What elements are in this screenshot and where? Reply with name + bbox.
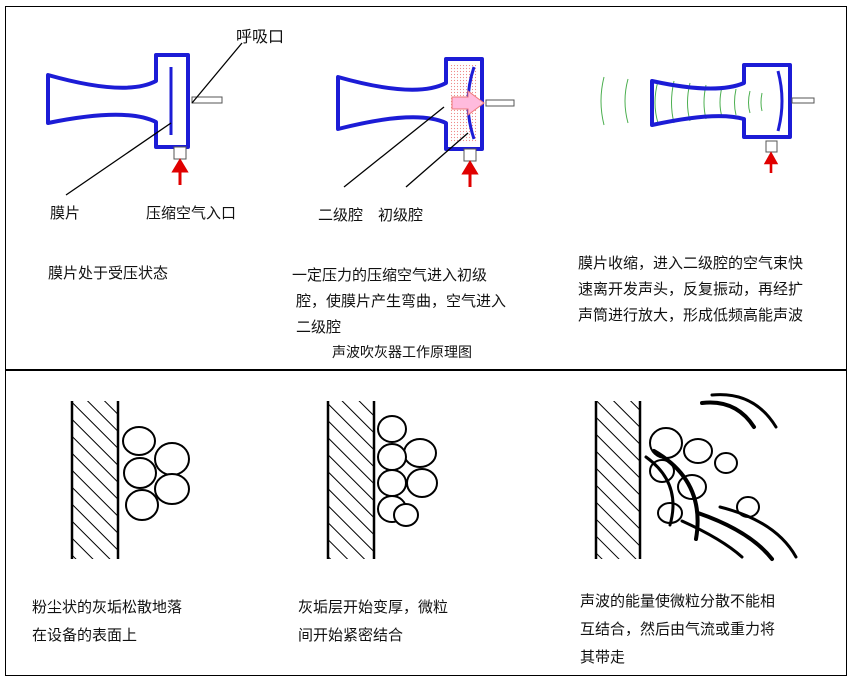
caption-ash1-line2: 在设备的表面上 bbox=[32, 626, 138, 644]
label-breath-port: 呼吸口 bbox=[236, 27, 285, 46]
caption-ash3-line2: 互结合，然后由气流或重力将 bbox=[580, 620, 776, 638]
air-inlet-stage2 bbox=[463, 148, 477, 162]
caption-ash3-line3: 其带走 bbox=[580, 648, 626, 666]
leader-breath-port bbox=[191, 42, 243, 104]
caption-stage3-line1: 膜片收缩，进入二级腔的空气束快 bbox=[578, 254, 804, 272]
leader-first-chamber bbox=[405, 132, 469, 188]
caption-ash2-line1: 灰垢层开始变厚，微粒 bbox=[298, 598, 449, 616]
sounder-diagrams bbox=[46, 42, 815, 196]
caption-stage3-line2: 速离开发声头，反复振动，再经扩 bbox=[578, 280, 804, 298]
wall-stage2 bbox=[326, 401, 376, 559]
caption-ash2-line2: 间开始紧密结合 bbox=[298, 626, 404, 644]
bottom-panel: 粉尘状的灰垢松散地落 在设备的表面上 灰垢层开始变厚，微粒 间开始紧密结合 声波… bbox=[5, 370, 847, 676]
label-air-inlet: 压缩空气入口 bbox=[146, 204, 237, 222]
horn-stage1 bbox=[46, 53, 190, 149]
label-diaphragm: 膜片 bbox=[50, 204, 81, 222]
air-inlet-stage1 bbox=[173, 146, 187, 160]
ash-diagrams bbox=[70, 393, 798, 561]
caption-stage1: 膜片处于受压状态 bbox=[48, 264, 169, 282]
ash-particles-stage2 bbox=[377, 415, 438, 527]
wall-stage1 bbox=[70, 401, 120, 559]
top-panel: 呼吸口 膜片 压缩空气入口 膜片处于受压状态 二级腔 初级腔 一定压力的压缩空气… bbox=[5, 6, 847, 370]
red-arrow-stage1 bbox=[171, 158, 189, 185]
caption-stage3-line3: 声筒进行放大，形成低频高能声波 bbox=[578, 306, 804, 324]
caption-stage2-line1: 一定压力的压缩空气进入初级 bbox=[292, 266, 488, 284]
sounder-stage3 bbox=[600, 63, 815, 173]
label-second-chamber: 二级腔 bbox=[318, 206, 364, 224]
ash-particles-stage3 bbox=[649, 427, 760, 524]
ash-particles-stage1 bbox=[122, 426, 190, 521]
breath-port-pipe-stage1 bbox=[191, 96, 223, 104]
red-arrow-stage3 bbox=[763, 151, 779, 173]
wall-stage3 bbox=[594, 401, 642, 559]
sound-waves-stage3-bottom bbox=[644, 393, 798, 561]
caption-ash1-line1: 粉尘状的灰垢松散地落 bbox=[32, 598, 183, 616]
horn-stage2 bbox=[336, 57, 484, 151]
leader-second-chamber bbox=[343, 106, 445, 188]
flow-arrow-stage2 bbox=[451, 90, 485, 116]
label-first-chamber: 初级腔 bbox=[378, 206, 424, 224]
caption-stage2-line2: 腔，使膜片产生弯曲，空气进入 bbox=[296, 292, 507, 310]
leader-diaphragm bbox=[65, 122, 172, 196]
air-inlet-stage3 bbox=[765, 140, 778, 153]
red-arrow-stage2 bbox=[461, 160, 479, 187]
breath-port-pipe-stage3 bbox=[791, 97, 815, 104]
diagram-title: 声波吹灰器工作原理图 bbox=[332, 345, 472, 361]
diaphragm-stage3 bbox=[776, 70, 784, 132]
caption-stage2-line3: 二级腔 bbox=[296, 318, 342, 336]
sounder-stage1 bbox=[46, 42, 243, 196]
sounder-stage2 bbox=[336, 57, 515, 188]
horn-stage3 bbox=[650, 63, 792, 139]
caption-ash3-line1: 声波的能量使微粒分散不能相 bbox=[580, 592, 776, 610]
breath-port-pipe-stage2 bbox=[485, 99, 515, 107]
